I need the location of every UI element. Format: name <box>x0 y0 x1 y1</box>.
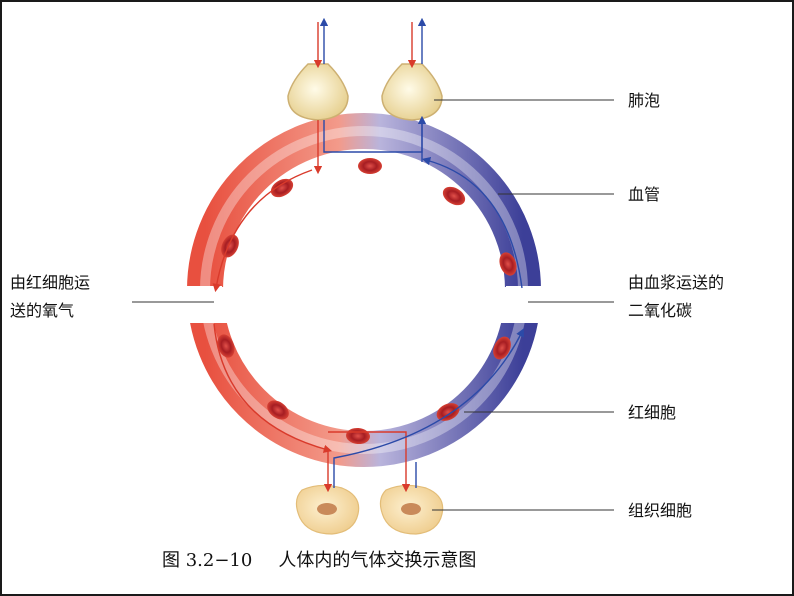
red-blood-cell <box>217 334 235 358</box>
alveolus-left <box>287 63 349 121</box>
red-blood-cell <box>493 336 511 360</box>
tissue-cell-left <box>295 484 360 535</box>
co2-flow-path <box>319 17 524 488</box>
label-rbc: 红细胞 <box>628 403 677 422</box>
red-blood-cell <box>267 400 289 420</box>
nucleus-icon <box>317 503 337 515</box>
figure-caption: 图 3.2−10 人体内的气体交换示意图 <box>162 546 476 572</box>
label-vessel: 血管 <box>628 185 661 204</box>
leader-lines <box>132 99 614 511</box>
red-blood-cell <box>436 403 460 421</box>
label-oxygen-line1: 由红细胞运 <box>10 273 91 292</box>
red-blood-cell <box>442 186 466 206</box>
figure-number: 图 3.2−10 <box>162 550 253 571</box>
red-blood-cell <box>499 252 517 276</box>
red-blood-cell <box>358 158 382 174</box>
red-blood-cells <box>217 158 517 445</box>
oxygen-flow-path <box>212 22 417 493</box>
alveolus-right <box>381 63 443 121</box>
label-co2-line1: 由血浆运送的 <box>628 273 725 292</box>
figure-title: 人体内的气体交换示意图 <box>278 550 477 571</box>
label-oxygen-line2: 送的氧气 <box>10 301 75 320</box>
label-tissue-cell: 组织细胞 <box>628 501 693 520</box>
tissue-cell-right <box>379 484 444 535</box>
label-co2-line2: 二氧化碳 <box>628 301 693 320</box>
red-blood-cell <box>270 178 294 198</box>
blood-vessel-ring <box>172 113 572 467</box>
label-alveolus: 肺泡 <box>628 91 661 110</box>
nucleus-icon <box>401 503 421 515</box>
